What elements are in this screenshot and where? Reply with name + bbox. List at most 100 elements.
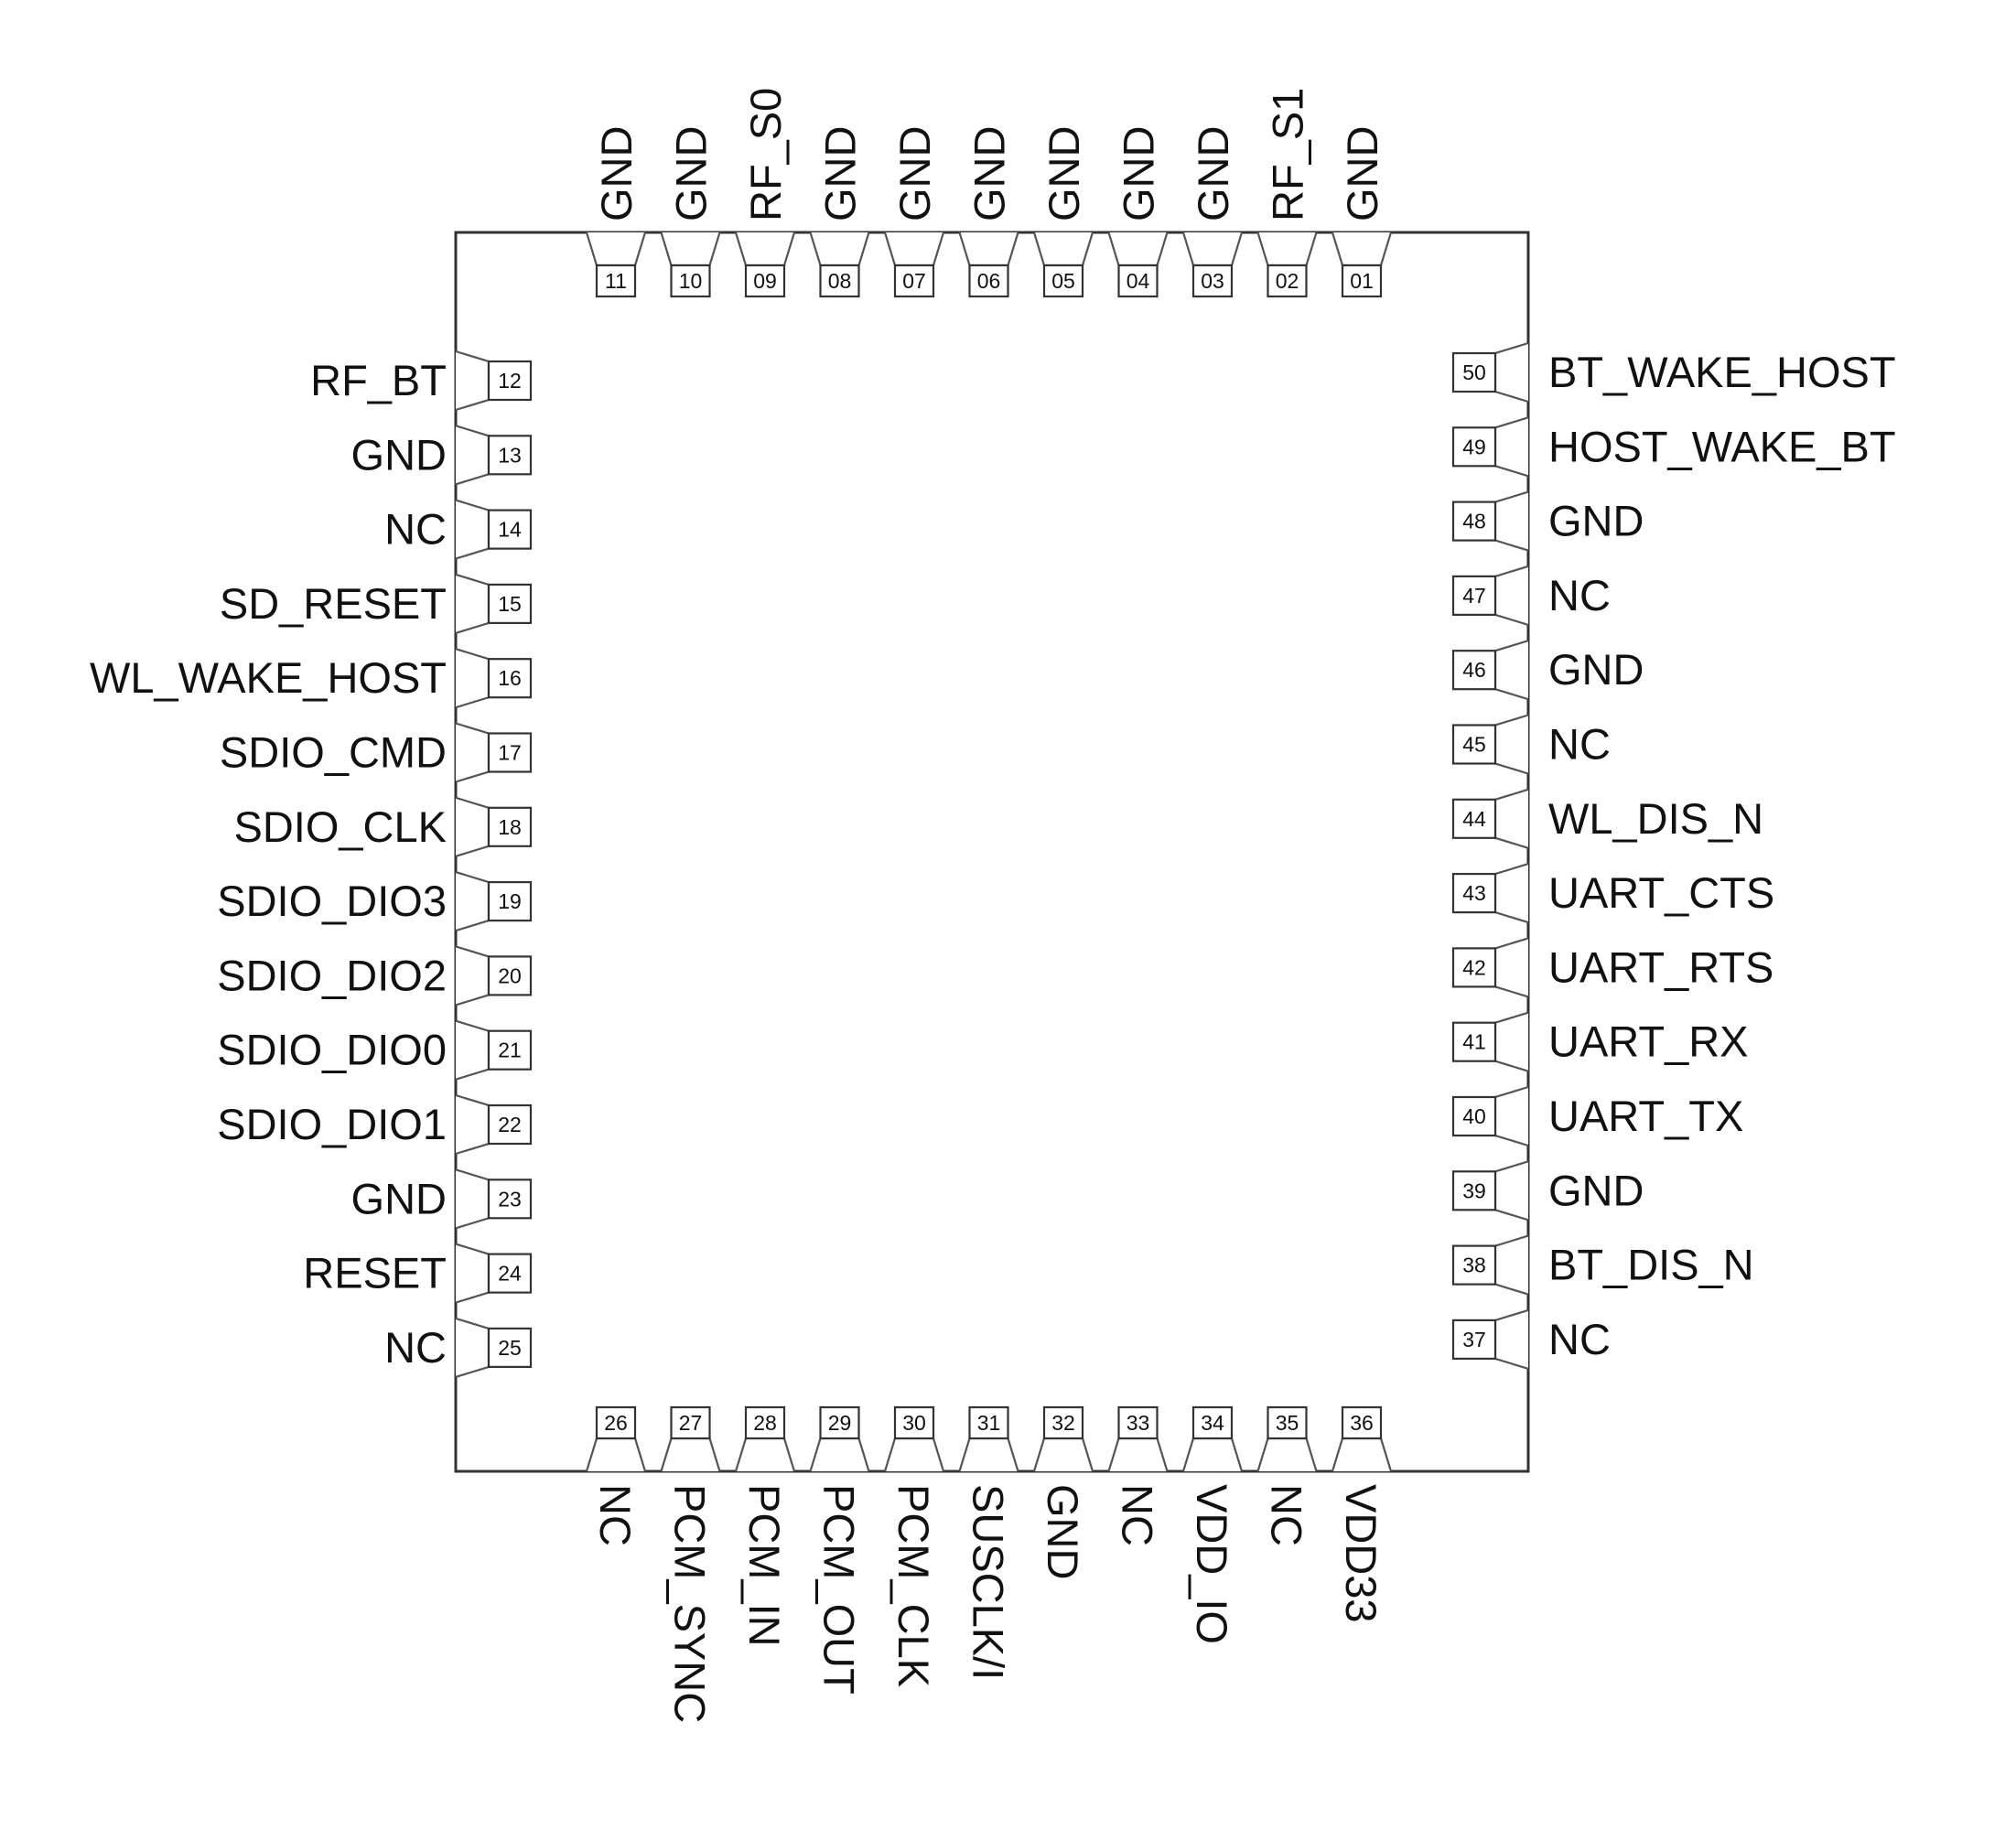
pin-pad bbox=[1256, 1437, 1318, 1472]
pin-label-bt-dis-n: BT_DIS_N bbox=[1548, 1241, 1754, 1289]
pin-number-box bbox=[487, 1327, 533, 1369]
pin-label-gnd: GND bbox=[351, 1174, 447, 1222]
pin-number: 16 bbox=[498, 666, 522, 690]
pin-number: 09 bbox=[753, 269, 777, 293]
bottom-pin-row: 26NC27PCM_SYNC28PCM_IN29PCM_OUT30PCM_CLK… bbox=[585, 1405, 1393, 1723]
top-pin-row: 11GND10GND09RF_S008GND07GND06GND05GND04G… bbox=[585, 88, 1393, 298]
pin-pad bbox=[1107, 231, 1169, 267]
pin-number-box bbox=[487, 583, 533, 625]
pin-number-box bbox=[1451, 1170, 1497, 1211]
pin-pad bbox=[1493, 341, 1529, 404]
pin-number-box bbox=[819, 1405, 860, 1440]
pin-pad bbox=[883, 231, 945, 267]
pin-pad bbox=[455, 499, 491, 560]
pin-39: 39 GND bbox=[1451, 1160, 1644, 1222]
pin-label-uart-tx: UART_TX bbox=[1548, 1092, 1743, 1140]
pin-number: 23 bbox=[498, 1187, 522, 1211]
pin-number-box bbox=[487, 360, 533, 402]
pin-number-box bbox=[1451, 575, 1497, 617]
pin-number: 13 bbox=[498, 443, 522, 467]
pin-label-sdio-cmd: SDIO_CMD bbox=[220, 728, 447, 777]
pin-label-gnd: GND bbox=[890, 126, 939, 221]
pin-number-box bbox=[1451, 1095, 1497, 1137]
pin-number: 02 bbox=[1276, 269, 1299, 293]
pin-number-box bbox=[1117, 264, 1159, 298]
pin-pad bbox=[958, 231, 1019, 267]
pin-number-box bbox=[1117, 1405, 1159, 1440]
pin-number: 38 bbox=[1462, 1254, 1486, 1277]
pin-number: 10 bbox=[679, 269, 703, 293]
pin-pad bbox=[734, 1437, 796, 1472]
pin-pad bbox=[809, 1437, 870, 1472]
pin-label-pcm-in: PCM_IN bbox=[740, 1484, 789, 1647]
pin-label-susclk-i: SUSCLK/I bbox=[965, 1484, 1013, 1680]
pin-label-nc: NC bbox=[384, 1323, 447, 1372]
pin-number-box bbox=[487, 732, 533, 773]
pin-pad bbox=[455, 722, 491, 783]
pin-number-box bbox=[1191, 1405, 1234, 1440]
pin-pad bbox=[1493, 416, 1529, 478]
pin-number: 31 bbox=[977, 1411, 1001, 1435]
pin-number: 36 bbox=[1350, 1411, 1374, 1435]
pin-pad bbox=[455, 573, 491, 634]
module-body-outline bbox=[454, 231, 1530, 1473]
pin-pad bbox=[455, 796, 491, 857]
pin-number: 41 bbox=[1462, 1030, 1486, 1054]
pin-pad bbox=[1493, 863, 1529, 924]
pin-number: 30 bbox=[902, 1411, 926, 1435]
pin-label-gnd: GND bbox=[1548, 1166, 1644, 1214]
pin-label-gnd: GND bbox=[1548, 645, 1644, 694]
pin-pad bbox=[1493, 714, 1529, 775]
pin-number: 29 bbox=[828, 1411, 852, 1435]
pin-number-box bbox=[487, 880, 533, 922]
pin-label-host-wake-bt: HOST_WAKE_BT bbox=[1548, 422, 1896, 470]
pin-label-uart-cts: UART_CTS bbox=[1548, 868, 1774, 917]
pin-number: 39 bbox=[1462, 1179, 1486, 1202]
pin-23: 23 GND bbox=[351, 1168, 533, 1230]
pin-pad bbox=[660, 1437, 721, 1472]
pin-number-box bbox=[1451, 501, 1497, 542]
pin-label-wl-dis-n: WL_DIS_N bbox=[1548, 794, 1763, 843]
pin-number-box bbox=[968, 264, 1009, 298]
pin-label-nc: NC bbox=[1548, 1315, 1611, 1363]
pin-number-box bbox=[1451, 650, 1497, 691]
pin-number-box bbox=[1451, 872, 1497, 914]
pin-pad bbox=[1256, 231, 1318, 267]
pin-number-box bbox=[487, 1103, 533, 1146]
pin-number-box bbox=[487, 509, 533, 550]
pin-label-gnd: GND bbox=[1189, 126, 1237, 221]
pin-number-box bbox=[487, 806, 533, 847]
pin-pad bbox=[455, 945, 491, 1006]
pin-number: 45 bbox=[1462, 733, 1486, 757]
pin-number-box bbox=[487, 1253, 533, 1294]
pin-pad bbox=[1493, 1011, 1529, 1072]
pin-number: 48 bbox=[1462, 510, 1486, 533]
pin-pad bbox=[1181, 231, 1244, 267]
pin-number-box bbox=[1042, 264, 1084, 298]
pin-number: 32 bbox=[1051, 1411, 1075, 1435]
pin-pad bbox=[1032, 1437, 1094, 1472]
pin-pad bbox=[1181, 1437, 1244, 1472]
